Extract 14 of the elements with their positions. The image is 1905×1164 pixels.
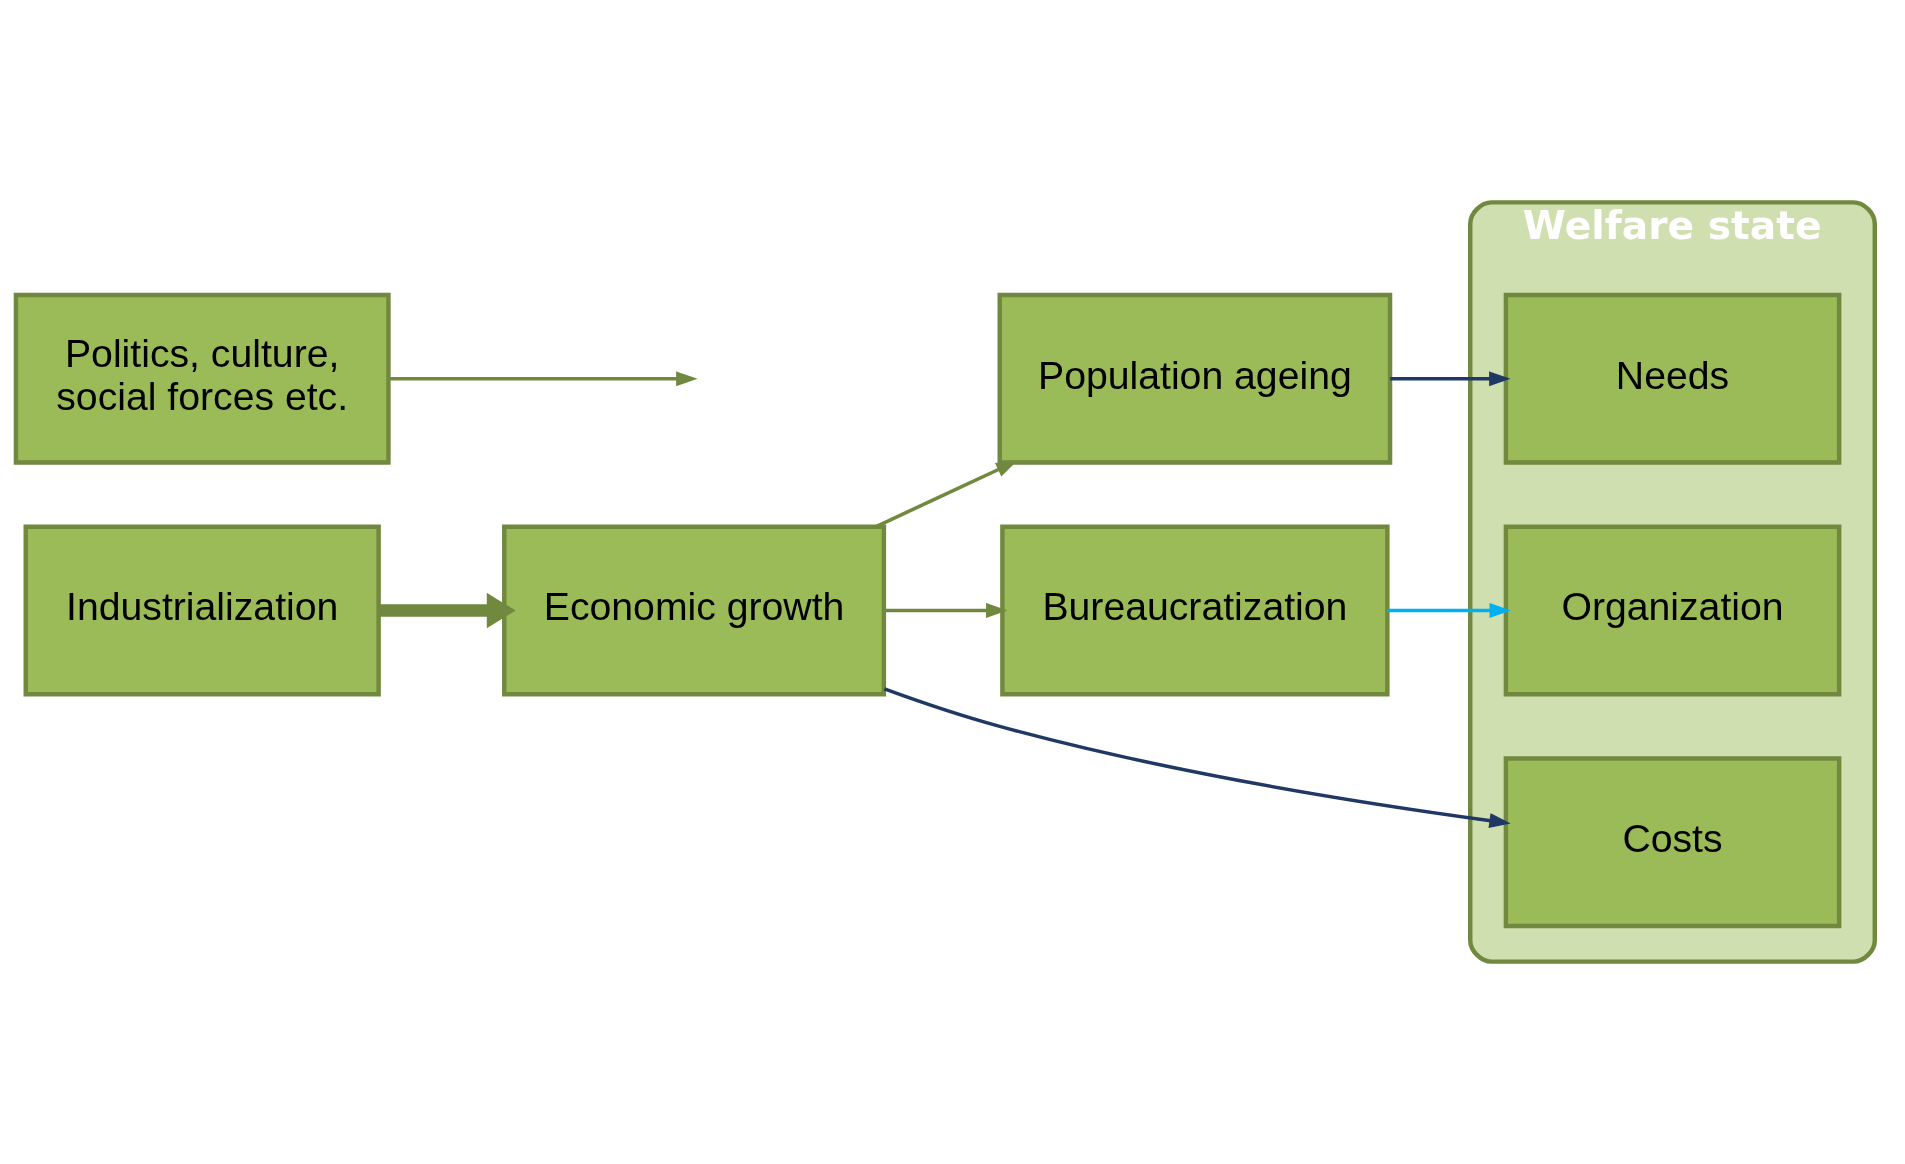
- arrow: [1387, 603, 1511, 618]
- node-box: Costs: [1503, 756, 1842, 929]
- arrow: [883, 687, 1511, 828]
- node-box: Industrialization: [23, 524, 381, 697]
- node-box: Bureaucratization: [1000, 524, 1390, 697]
- node-box: Economic growth: [502, 524, 887, 697]
- arrow: [884, 603, 1008, 618]
- node-box: Politics, culture, social forces etc.: [13, 292, 391, 465]
- arrow: [378, 592, 516, 629]
- node-box: Organization: [1503, 524, 1842, 697]
- arrow: [1390, 371, 1511, 387]
- arrow: [388, 371, 698, 387]
- node-box: Needs: [1503, 292, 1842, 465]
- node-box: Population ageing: [997, 292, 1393, 465]
